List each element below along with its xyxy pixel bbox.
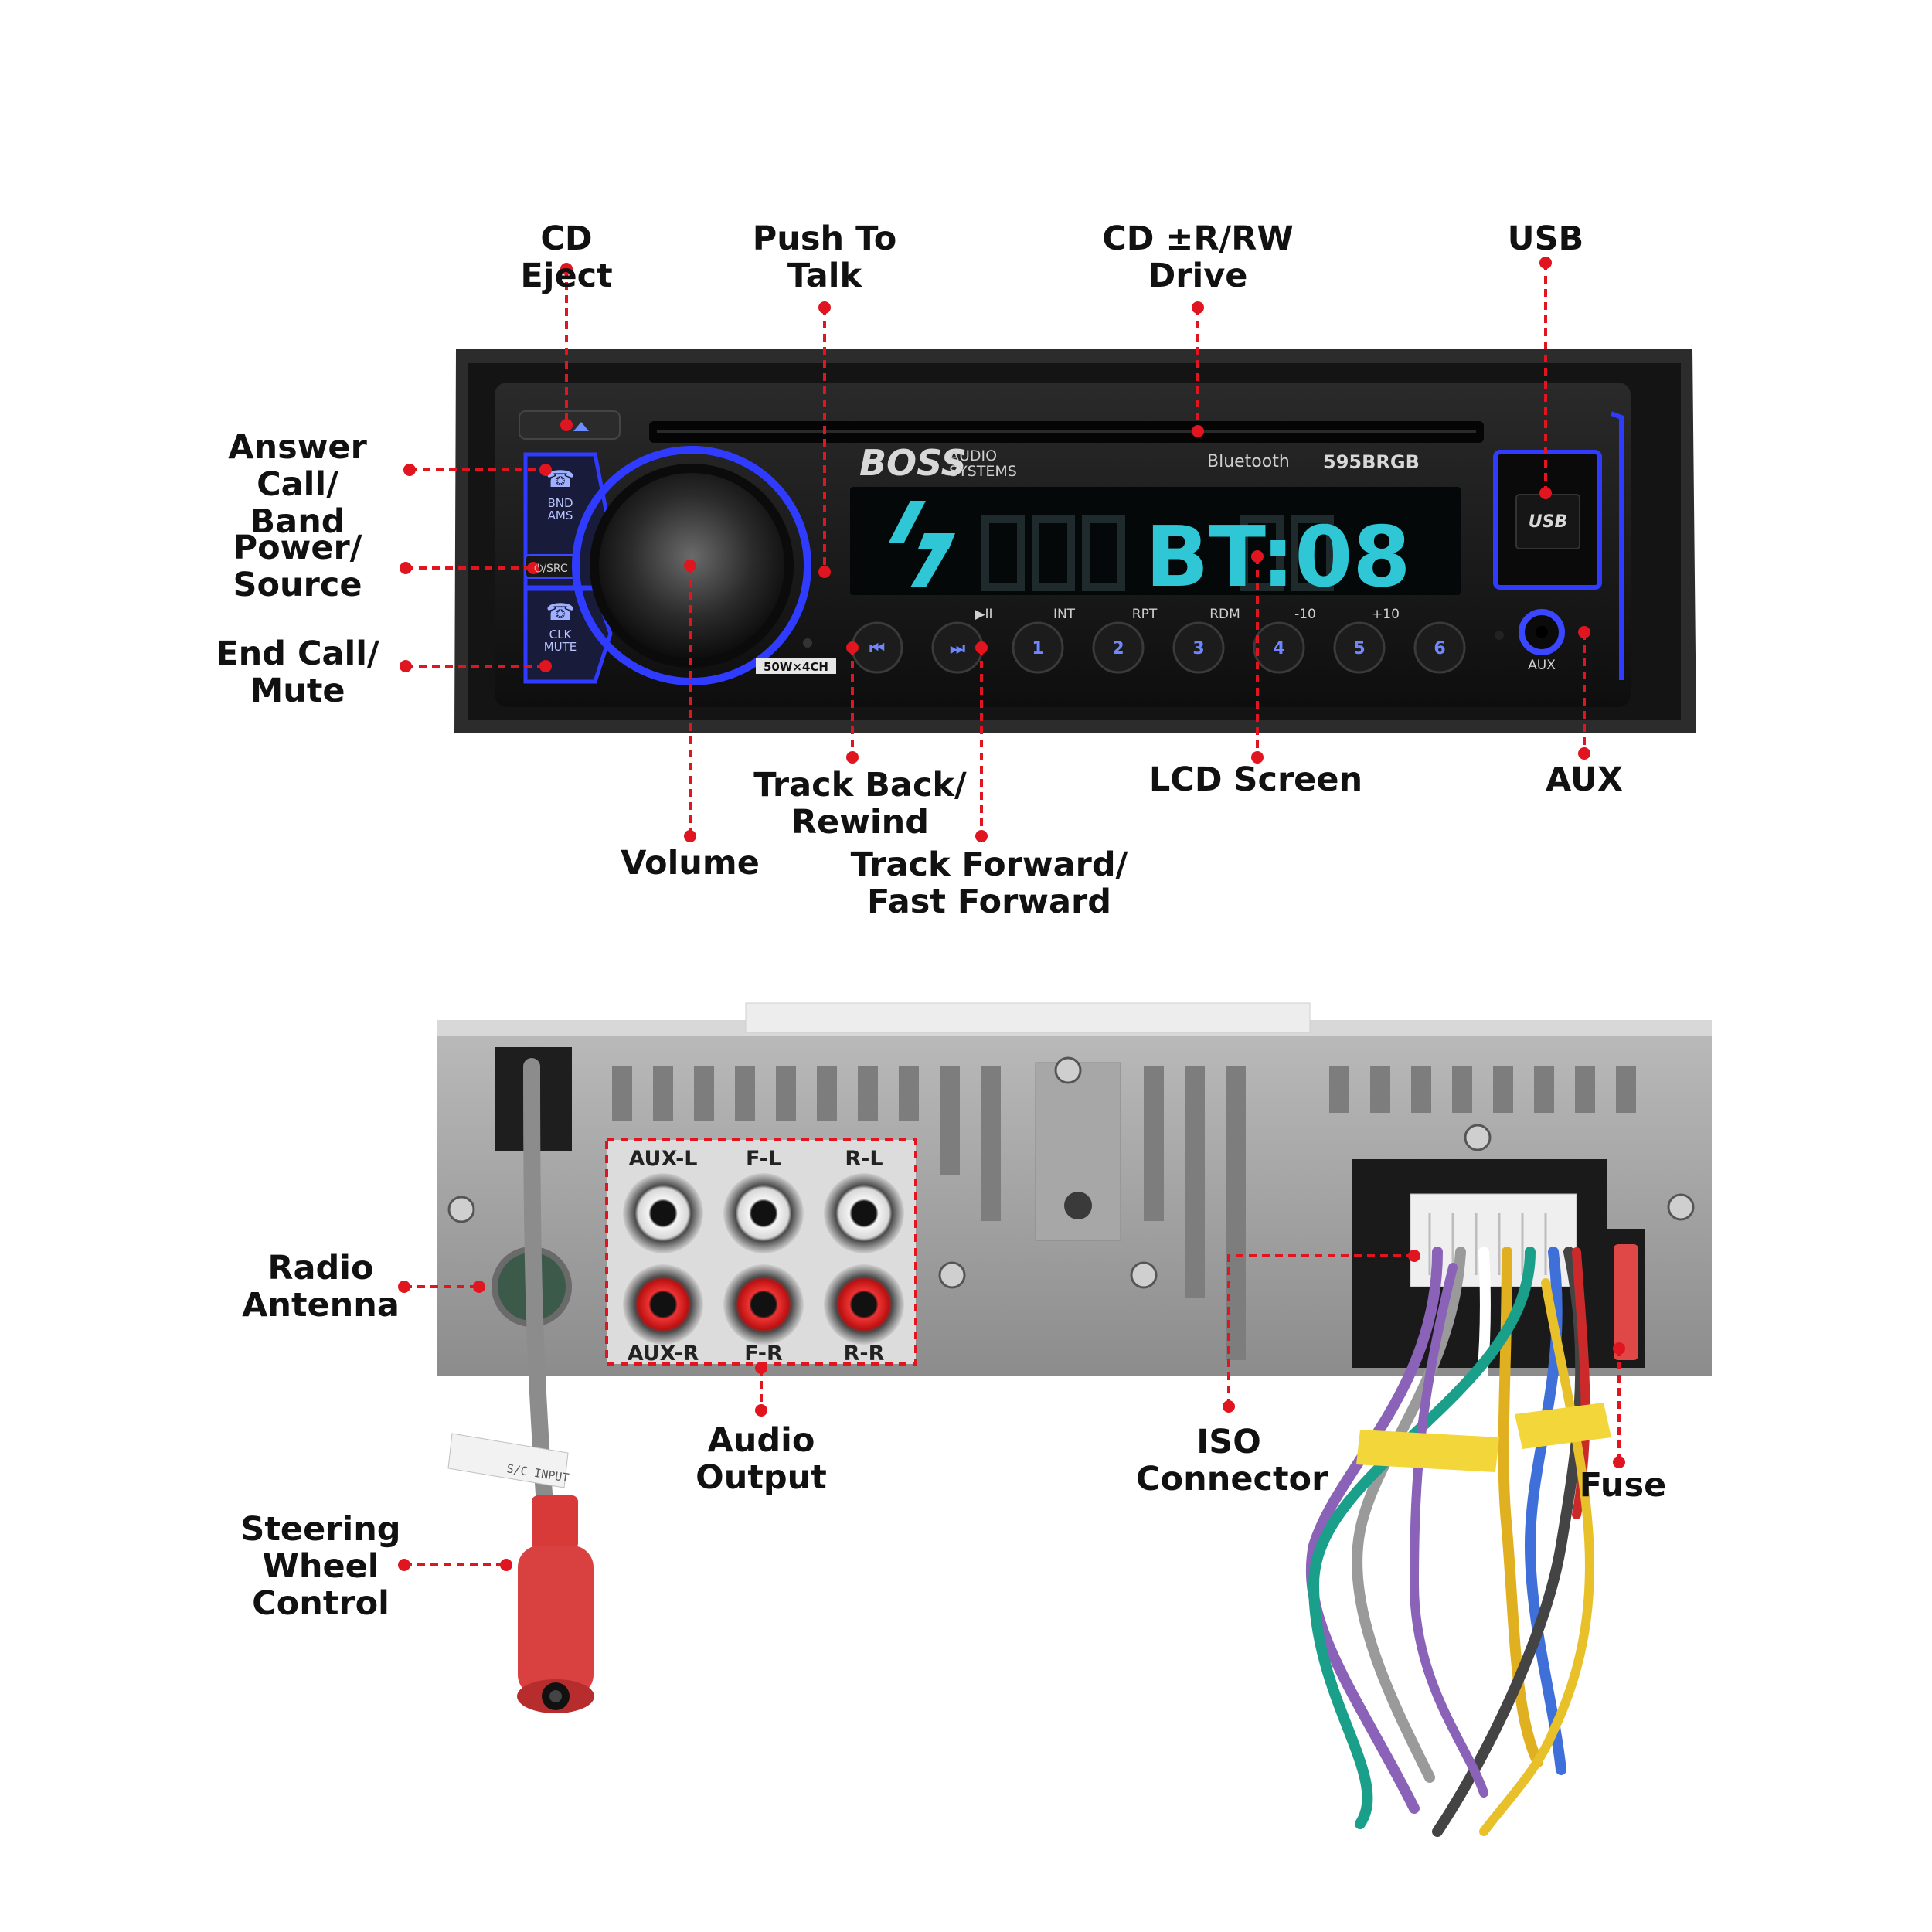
- rca-label-top: F-L: [746, 1147, 781, 1171]
- preset-label: 3: [1192, 639, 1204, 658]
- callout-track-forward: Track Forward/ Fast Forward: [850, 845, 1128, 921]
- preset-label: 4: [1273, 639, 1284, 658]
- callout-push-to-talk: Push To Talk: [752, 219, 897, 295]
- callout-answer-call: Answer Call/ Band: [228, 428, 367, 541]
- preset-function-label: RPT: [1132, 607, 1158, 622]
- preset-button-4[interactable]: 2 RPT: [1092, 607, 1158, 674]
- callout-lcd-screen: LCD Screen: [1148, 760, 1363, 799]
- lcd-text: BT:08: [1145, 509, 1411, 606]
- preset-label: 2: [1112, 639, 1124, 658]
- rca-label-bottom: F-R: [744, 1342, 783, 1366]
- harness-tape: [1356, 1430, 1499, 1472]
- steering-wheel-plug: [517, 1495, 594, 1713]
- callout-end-call: End Call/ Mute: [216, 634, 379, 710]
- preset-function-label: INT: [1053, 607, 1076, 622]
- cable-tag: [447, 1433, 569, 1488]
- phone-hangup-icon: ☎: [546, 599, 574, 626]
- brand-logo: BOSS: [859, 442, 967, 484]
- eject-icon: [573, 422, 589, 431]
- power-badge-bg: [756, 658, 836, 674]
- rca-jack-white: [623, 1173, 703, 1253]
- preset-button-6[interactable]: 4 -10: [1253, 607, 1316, 674]
- wire-harness: [1305, 1247, 1594, 1837]
- callout-track-back: Track Back/ Rewind: [753, 766, 967, 842]
- callout-radio-antenna: Radio Antenna: [242, 1249, 400, 1325]
- rca-label-bottom: R-R: [844, 1342, 885, 1366]
- callout-steering-wheel: Steering Wheel Control: [240, 1510, 401, 1623]
- preset-button-5[interactable]: 3 RDM: [1172, 607, 1240, 674]
- src-label: ⏻/SRC: [534, 563, 568, 575]
- heat-fins: [612, 1066, 1636, 1360]
- callout-cd-eject: CD Eject: [520, 219, 613, 295]
- preset-button-7[interactable]: 5 +10: [1333, 607, 1400, 674]
- preset-buttons: ⏮ ⏭ ▶II 1 INT 2 RPT 3 RDM 4 -10 5 +10 6: [851, 607, 1466, 674]
- bnd-label-2: AMS: [548, 509, 573, 522]
- preset-function-label: +10: [1372, 607, 1400, 622]
- power-badge: 50W×4CH: [764, 660, 828, 674]
- clk-label-1: CLK: [549, 628, 573, 641]
- knob-led-ring: [572, 446, 811, 685]
- clk-label-2: MUTE: [544, 640, 577, 654]
- callout-audio-output: Audio Output: [696, 1421, 827, 1497]
- preset-button-8[interactable]: 6: [1413, 621, 1466, 674]
- preset-button-1[interactable]: ⏮: [851, 621, 903, 674]
- fuse: [1614, 1244, 1638, 1360]
- callout-usb: USB: [1507, 219, 1584, 258]
- rca-label-bottom: AUX-R: [628, 1342, 699, 1366]
- preset-function-label: ▶II: [975, 607, 992, 622]
- rca-label-top: AUX-L: [628, 1147, 697, 1171]
- bluetooth-label: Bluetooth: [1207, 452, 1290, 471]
- rca-jacks: AUX-L F-L R-L AUX-R F-R R-R: [623, 1147, 904, 1366]
- bnd-label-1: BND: [547, 496, 573, 510]
- rca-label-top: R-L: [845, 1147, 883, 1171]
- rear-panel: AUX-L F-L R-L AUX-R F-R R-R: [437, 1002, 1712, 1837]
- microphone: [803, 638, 812, 648]
- aux-jack-label: AUX: [1528, 658, 1556, 673]
- rca-jack-white: [723, 1173, 804, 1253]
- lcd-dim-segments: [981, 515, 1334, 591]
- callout-fuse: Fuse: [1579, 1466, 1667, 1505]
- preset-function-label: -10: [1294, 607, 1316, 622]
- preset-label: ⏭: [950, 639, 965, 658]
- callout-lines: [404, 263, 1621, 1566]
- usb-port-label: USB: [1529, 512, 1567, 532]
- callout-dots: [398, 257, 1625, 1571]
- callout-power-source: Power/ Source: [233, 529, 362, 604]
- model-label: 595BRGB: [1323, 451, 1420, 473]
- rca-jack-red: [623, 1264, 703, 1345]
- brand-sub-1: AUDIO: [949, 447, 997, 464]
- brand-sub-2: SYSTEMS: [949, 463, 1017, 480]
- preset-label: ⏮: [869, 639, 885, 658]
- callout-cd-drive: CD ±R/RW Drive: [1102, 219, 1294, 295]
- callout-aux: AUX: [1545, 760, 1624, 799]
- preset-label: 6: [1434, 639, 1445, 658]
- preset-label: 1: [1032, 639, 1043, 658]
- rca-jack-red: [824, 1264, 904, 1345]
- front-panel: ☎ ☎: [454, 349, 1696, 733]
- led-strip: [1610, 411, 1624, 680]
- rca-jack-red: [723, 1264, 804, 1345]
- lcd-logo: [889, 501, 955, 587]
- rca-jack-white: [824, 1173, 904, 1253]
- callout-iso-connector: ISO Connector: [1136, 1423, 1328, 1498]
- callout-volume: Volume: [621, 844, 760, 883]
- preset-function-label: RDM: [1209, 607, 1240, 622]
- preset-button-3[interactable]: 1 INT: [1012, 607, 1076, 674]
- lcd-screen: [850, 487, 1461, 595]
- preset-label: 5: [1353, 639, 1365, 658]
